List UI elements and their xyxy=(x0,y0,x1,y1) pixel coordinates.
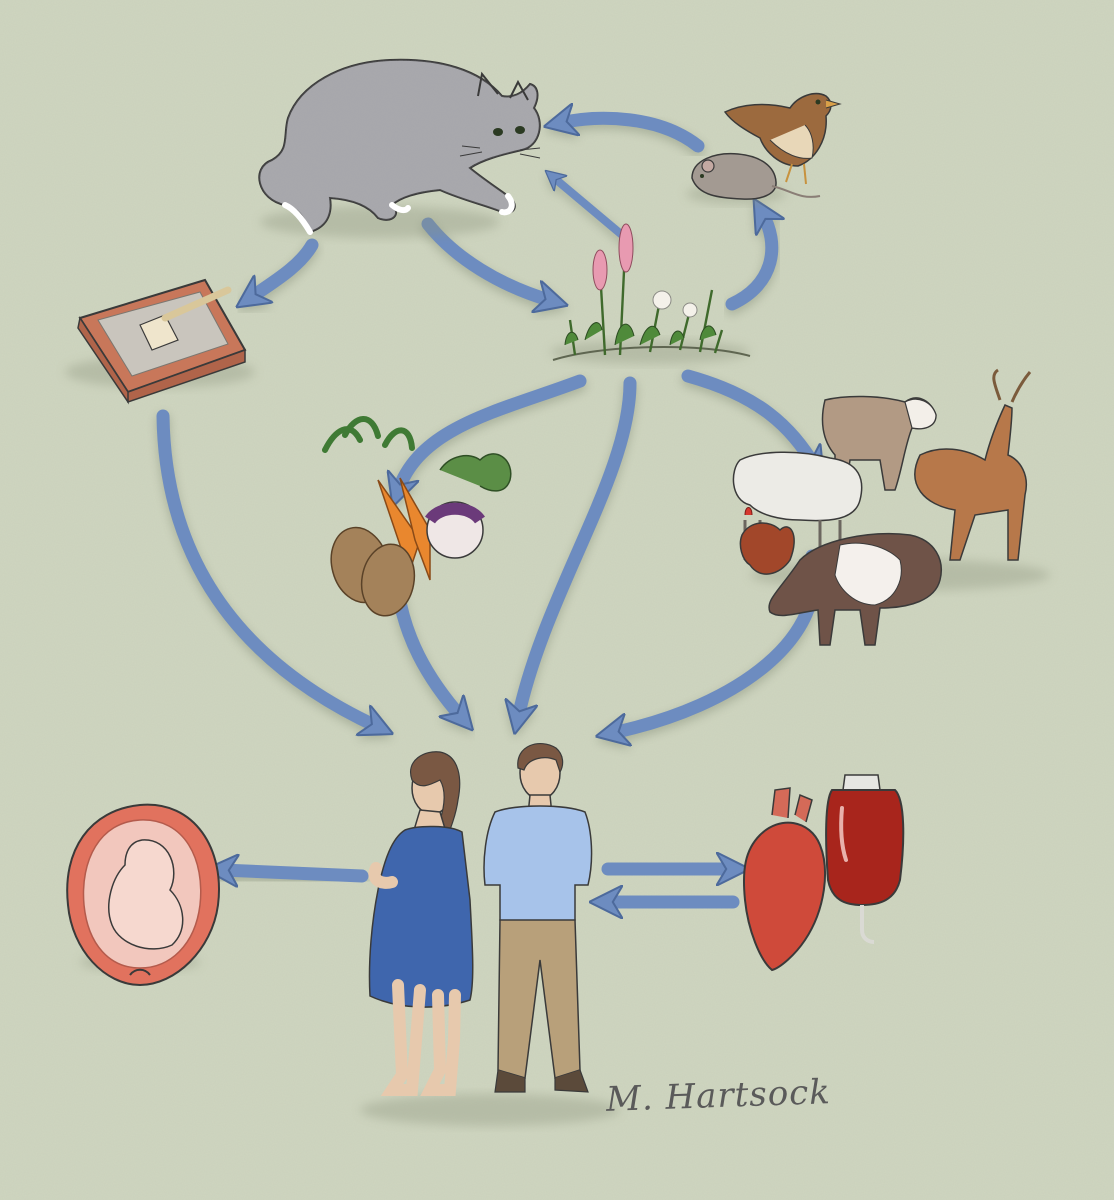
blood-bag-icon xyxy=(825,774,905,944)
heart-icon xyxy=(742,787,826,972)
wildflowers-icon xyxy=(550,223,751,364)
arrow-plants-to-cat xyxy=(553,177,632,248)
arrow-cat-to-litter-box xyxy=(250,238,319,312)
litter-box-icon xyxy=(65,278,255,405)
livestock-icon xyxy=(732,368,1050,646)
arrow-humans-to-fetus xyxy=(222,870,369,892)
arrow-humans-to-transplant xyxy=(601,869,750,890)
bird-icon xyxy=(723,92,842,185)
arrow-plants-to-rodent xyxy=(725,213,786,315)
fetus-in-uterus-icon xyxy=(66,803,220,987)
arrow-transplant-to-humans xyxy=(589,902,740,923)
man-icon xyxy=(483,743,593,1093)
arrow-plants-to-humans xyxy=(518,376,637,739)
root-vegetables-icon xyxy=(322,416,512,617)
artist-signature: M. Hartsock xyxy=(605,1072,832,1120)
arrow-plants-to-vegetables xyxy=(398,374,587,512)
arrow-rodent-to-cat xyxy=(560,118,705,157)
cat-icon xyxy=(258,58,541,238)
pregnant-woman-icon xyxy=(368,751,474,1096)
arrow-litter-box-to-humans xyxy=(156,409,378,740)
people-icon xyxy=(360,743,620,1126)
mouse-icon xyxy=(686,152,821,204)
